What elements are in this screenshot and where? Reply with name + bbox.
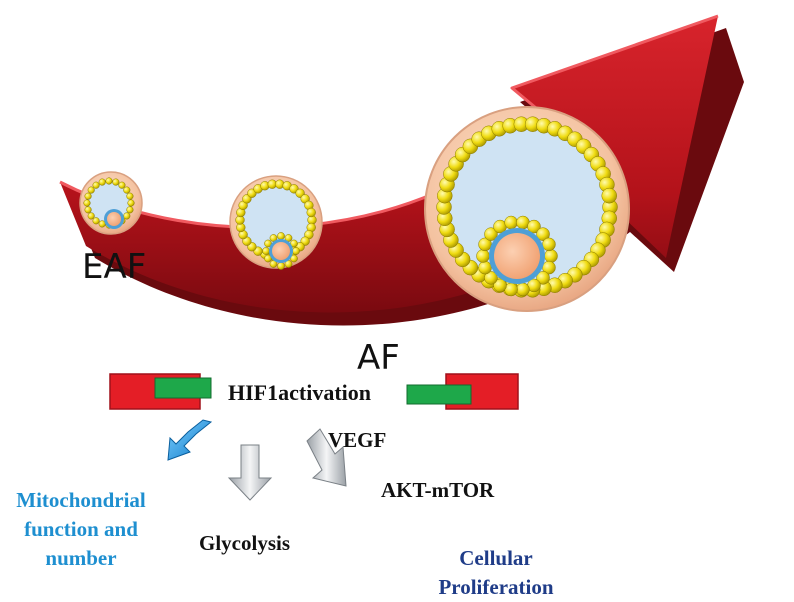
glycolysis-arrow [227, 444, 273, 501]
granulosa-cell [264, 254, 272, 263]
granulosa-cell [269, 234, 278, 242]
af-label: AF [357, 338, 400, 378]
granulosa-cell [536, 227, 550, 241]
granulosa-cell [126, 192, 134, 200]
eaf-label: EAF [82, 247, 147, 287]
antral-follicle [229, 175, 323, 270]
proliferation-arrow [306, 428, 347, 487]
granulosa-cell [493, 278, 507, 293]
granulosa-cell-ring [476, 215, 558, 297]
granulosa-cell [87, 186, 95, 194]
left-inhibitor-bar [109, 373, 212, 410]
granulosa-cell [290, 254, 298, 263]
granulosa-cell [306, 207, 316, 218]
granulosa-cell [84, 206, 92, 214]
granulosa-cell [264, 239, 272, 248]
granulosa-cell [284, 234, 293, 242]
granulosa-cell [123, 212, 131, 220]
granulosa-cell [277, 262, 285, 270]
granulosa-cell [92, 217, 100, 225]
granulosa-cell [98, 178, 106, 186]
granulosa-cell [105, 177, 113, 185]
early-antral-follicle [79, 171, 143, 235]
granulosa-cell [544, 249, 558, 263]
granulosa-cell [127, 199, 135, 207]
granulosa-cell [478, 260, 492, 275]
granulosa-cell [292, 247, 300, 255]
right-inhibitor-bar [406, 373, 519, 410]
granulosa-cell [516, 282, 530, 297]
granulosa-cell [84, 192, 92, 200]
granulosa-cell [92, 181, 100, 189]
large-antral-follicle [424, 106, 630, 312]
granulosa-cell [290, 239, 298, 248]
granulosa-cell [123, 186, 131, 194]
granulosa-cell [87, 212, 95, 220]
granulosa-cell [112, 178, 120, 186]
akt-mtor-label: AKT-mTOR [381, 478, 495, 502]
granulosa-cell [542, 237, 556, 252]
glycolysis-label: Glycolysis [199, 531, 291, 555]
granulosa-cell [484, 227, 498, 241]
granulosa-cell [126, 206, 134, 214]
granulosa-cell [284, 260, 293, 268]
granulosa-cell [484, 271, 498, 285]
vegf-label: VEGF [328, 428, 387, 452]
granulosa-cell-ring [262, 232, 300, 270]
granulosa-cell [262, 247, 270, 255]
granulosa-cell [83, 199, 91, 207]
granulosa-cell [601, 187, 617, 204]
cellular-proliferation-label: Cellular Proliferation [438, 546, 554, 599]
granulosa-cell [277, 232, 285, 240]
mitochondrial-arrow [167, 419, 213, 461]
progression-arrow [59, 14, 744, 326]
granulosa-cell [536, 271, 550, 285]
hif1-activation-label: HIF1activation [228, 380, 371, 405]
granulosa-cell [504, 215, 518, 230]
granulosa-cell [118, 181, 126, 189]
granulosa-cell [527, 219, 541, 234]
granulosa-cell [269, 260, 278, 268]
mitochondrial-function-label: Mitochondrial function and number [16, 488, 146, 570]
granulosa-cell [476, 249, 490, 263]
